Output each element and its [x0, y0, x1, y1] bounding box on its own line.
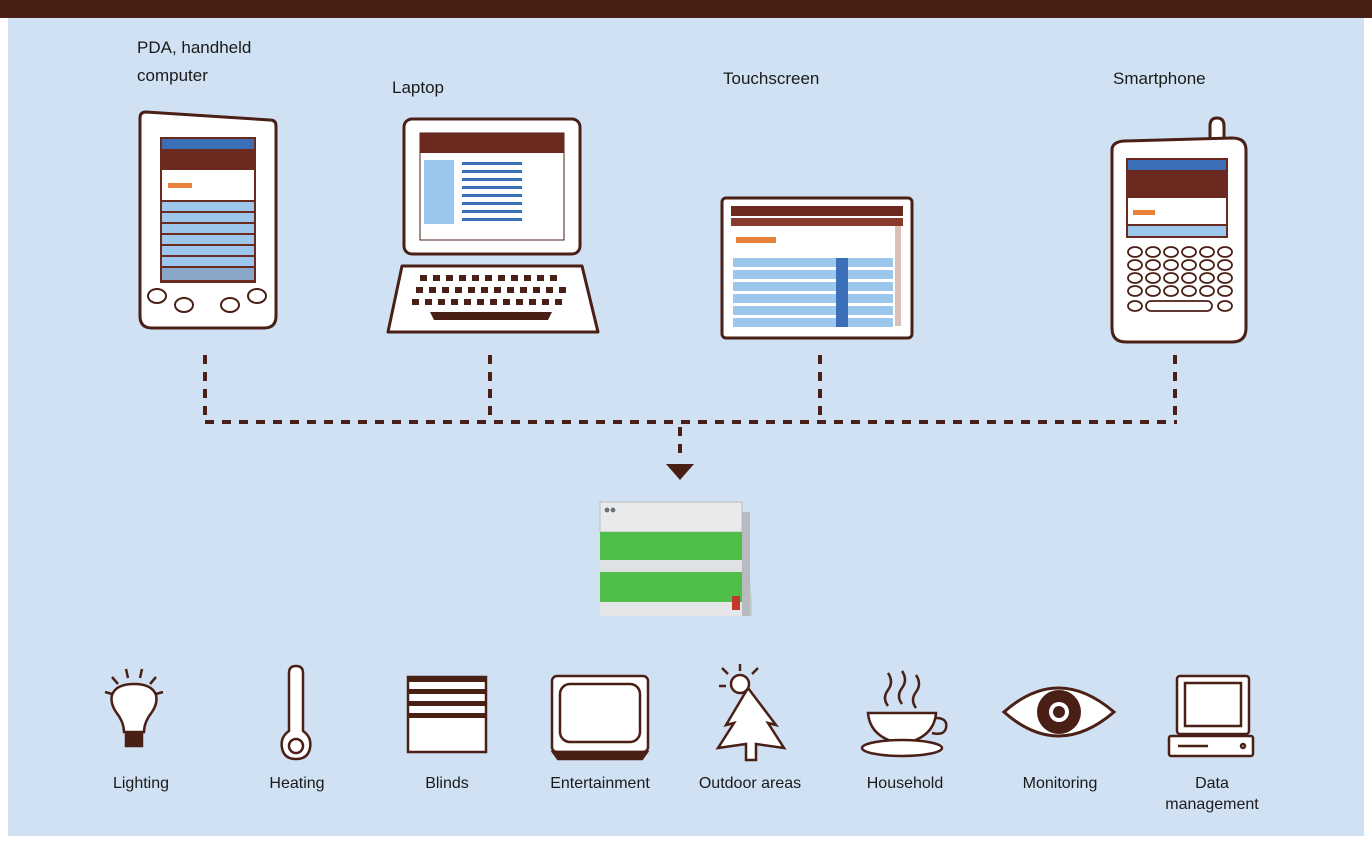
touchscreen-icon	[720, 196, 914, 340]
controller-module-icon	[599, 501, 752, 616]
thermometer-icon	[280, 664, 312, 761]
category-data-label-line1: Data	[1195, 775, 1229, 792]
connection-lines	[203, 355, 1177, 460]
category-entertainment-label: Entertainment	[550, 775, 650, 792]
category-household-label: Household	[866, 775, 944, 792]
tv-icon	[550, 674, 650, 761]
touchscreen-label: Touchscreen	[723, 69, 820, 88]
top-bar	[0, 0, 1372, 18]
lightbulb-icon	[104, 668, 164, 748]
blinds-icon	[406, 675, 488, 754]
arrow-down-icon	[666, 464, 694, 480]
pda-label-line1: PDA, handheld	[137, 38, 252, 57]
coffee-cup-icon	[860, 670, 948, 758]
pda-label-line2: computer	[137, 66, 208, 85]
category-blinds-label: Blinds	[425, 775, 469, 792]
category-monitoring-label: Monitoring	[1022, 775, 1098, 792]
category-data-label-line2: management	[1165, 796, 1259, 813]
computer-icon	[1167, 674, 1255, 758]
eye-icon	[1001, 686, 1117, 738]
category-heating-label: Heating	[269, 775, 325, 792]
smartphone-icon	[1110, 116, 1248, 344]
laptop-label: Laptop	[392, 78, 444, 97]
smartphone-label: Smartphone	[1113, 69, 1206, 88]
tree-sun-icon	[715, 664, 787, 762]
category-outdoor-label: Outdoor areas	[698, 775, 802, 792]
pda-icon	[138, 110, 278, 330]
laptop-icon	[386, 117, 600, 334]
category-lighting-label: Lighting	[112, 775, 170, 792]
